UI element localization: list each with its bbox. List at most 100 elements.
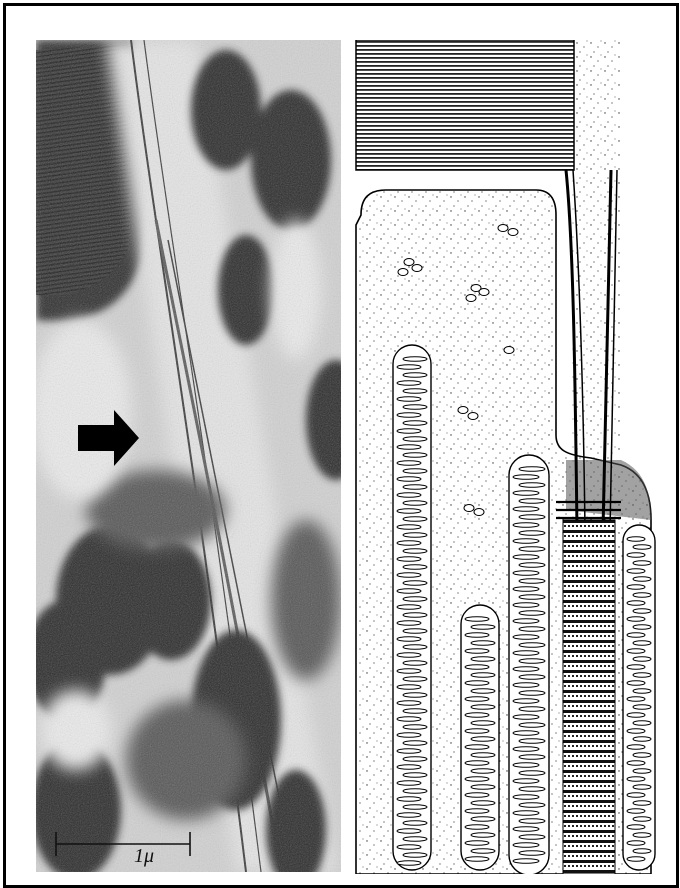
mitochondrion-oval	[513, 651, 539, 656]
mitochondrion-oval	[403, 757, 427, 762]
electron-micrograph: 1μ	[36, 40, 341, 872]
mitochondrion-oval	[403, 597, 427, 602]
mitochondrion-oval	[397, 685, 421, 690]
mitochondrion-oval	[403, 389, 427, 394]
mitochondrion-oval	[513, 699, 539, 704]
mitochondrion-oval	[397, 701, 421, 706]
mitochondrion-oval	[403, 501, 427, 506]
mitochondrion-oval	[633, 737, 651, 742]
mitochondrion-oval	[397, 845, 421, 850]
vesicle	[398, 269, 408, 276]
mitochondrion-oval	[519, 803, 545, 808]
mitochondrion-oval	[513, 795, 539, 800]
vesicle	[479, 289, 489, 296]
mitochondrion-oval	[627, 553, 645, 558]
mitochondrion-oval	[403, 405, 427, 410]
mitochondrion-oval	[397, 717, 421, 722]
mitochondrion-oval	[627, 681, 645, 686]
mitochondrion-oval	[471, 721, 495, 726]
mitochondrion-oval	[397, 621, 421, 626]
mitochondrion-oval	[519, 691, 545, 696]
mitochondrion-oval	[465, 617, 489, 622]
mitochondrion-oval	[513, 475, 539, 480]
mitochondrion-oval	[519, 499, 545, 504]
mitochondrion-oval	[403, 421, 427, 426]
mitochondrion-oval	[519, 563, 545, 568]
mitochondrion-oval	[465, 697, 489, 702]
schematic-drawing	[351, 40, 663, 874]
mitochondrion-oval	[397, 557, 421, 562]
mitochondrion-oval	[403, 485, 427, 490]
mitochondrion-oval	[397, 413, 421, 418]
mitochondrion-oval	[403, 821, 427, 826]
mitochondrion-oval	[513, 603, 539, 608]
mitochondrion-oval	[519, 659, 545, 664]
mitochondrion-oval	[465, 665, 489, 670]
mitochondrion-oval	[513, 571, 539, 576]
mitochondrion-oval	[627, 793, 645, 798]
mitochondrion-oval	[465, 713, 489, 718]
mitochondrion-oval	[465, 633, 489, 638]
mitochondrion-oval	[471, 753, 495, 758]
mitochondrion-oval	[519, 643, 545, 648]
mitochondrion-oval	[403, 613, 427, 618]
mitochondrion-oval	[519, 723, 545, 728]
mitochondrion-oval	[465, 777, 489, 782]
mitochondrion-oval	[627, 697, 645, 702]
mitochondrion-oval	[519, 531, 545, 536]
mitochondrion-oval	[403, 853, 427, 858]
mitochondrion-oval	[403, 709, 427, 714]
mitochondrion-oval	[403, 725, 427, 730]
mitochondrion-oval	[465, 825, 489, 830]
mitochondrion-oval	[519, 515, 545, 520]
mitochondrion-oval	[627, 777, 645, 782]
mitochondrion-oval	[471, 657, 495, 662]
schematic-svg	[351, 40, 663, 874]
mitochondrion-oval	[397, 589, 421, 594]
mitochondrion-oval	[513, 715, 539, 720]
mitochondrion-oval	[403, 629, 427, 634]
vesicle	[458, 407, 468, 414]
mitochondrion-oval	[633, 705, 651, 710]
mitochondrion-oval	[471, 801, 495, 806]
vesicle	[474, 509, 484, 516]
mitochondrion-oval	[465, 681, 489, 686]
mitochondrion-oval	[627, 617, 645, 622]
mitochondrion-oval	[519, 595, 545, 600]
mitochondrion-oval	[465, 745, 489, 750]
mitochondrion-oval	[465, 649, 489, 654]
mitochondrion-oval	[633, 833, 651, 838]
mitochondrion-oval	[627, 761, 645, 766]
vesicle	[464, 505, 474, 512]
mitochondrion-oval	[627, 665, 645, 670]
mitochondrion-oval	[627, 713, 645, 718]
mitochondrion-oval	[397, 525, 421, 530]
vesicle	[468, 413, 478, 420]
mitochondrion-oval	[627, 537, 645, 542]
mitochondrion-oval	[513, 507, 539, 512]
mitochondrion-oval	[513, 731, 539, 736]
mitochondrion-oval	[513, 523, 539, 528]
mitochondrion-oval	[403, 773, 427, 778]
mitochondrion-oval	[633, 545, 651, 550]
mitochondrion-oval	[627, 745, 645, 750]
mitochondrion-oval	[519, 771, 545, 776]
mitochondrion-oval	[465, 793, 489, 798]
mitochondrion-oval	[513, 539, 539, 544]
mitochondrion-oval	[397, 829, 421, 834]
mitochondrion-oval	[633, 561, 651, 566]
mitochondrion-oval	[397, 477, 421, 482]
mitochondrion-oval	[519, 851, 545, 856]
mitochondrion-oval	[513, 555, 539, 560]
mitochondrion-oval	[633, 817, 651, 822]
mitochondrion-oval	[465, 857, 489, 862]
mitochondrion-oval	[397, 861, 421, 866]
mitochondrion-oval	[403, 837, 427, 842]
mitochondrion-oval	[627, 649, 645, 654]
mitochondrion-oval	[519, 835, 545, 840]
mitochondrion-oval	[397, 509, 421, 514]
mitochondrion-oval	[397, 781, 421, 786]
mitochondrion-oval	[403, 549, 427, 554]
mitochondrion-oval	[519, 739, 545, 744]
mitochondrion-oval	[513, 587, 539, 592]
